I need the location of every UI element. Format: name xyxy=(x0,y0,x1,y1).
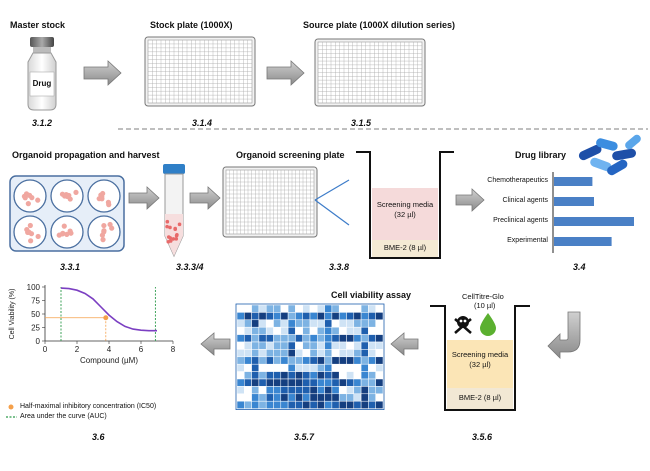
ic50-point xyxy=(103,315,109,321)
organoid-screening-plate xyxy=(222,166,318,238)
bme-label: BME-2 (8 µl) xyxy=(383,243,427,252)
pills-icon xyxy=(578,134,641,176)
step-3-3-8: 3.3.8 xyxy=(329,262,350,272)
ic50-legend-marker xyxy=(8,404,14,410)
step-3-3-1: 3.3.1 xyxy=(60,262,81,272)
x-tick-2: 2 xyxy=(75,345,80,354)
arrow-heatmap-to-curve xyxy=(200,332,231,356)
y-tick-25: 25 xyxy=(31,324,40,333)
screening-well-diagram xyxy=(356,151,454,259)
arrow-plate-to-tube xyxy=(128,186,160,210)
y-tick-50: 50 xyxy=(31,310,40,319)
screening-plate-title: Organoid screening plate xyxy=(236,150,345,160)
drug-category-2: Preclinical agents xyxy=(493,217,548,224)
cell-viability-assay-title: Cell viability assay xyxy=(331,290,412,300)
y-axis-label: Cell Viability (%) xyxy=(9,289,16,340)
celltitre-glo-volume: (10 µl) xyxy=(474,301,496,310)
source-plate-title: Source plate (1000X dilution series) xyxy=(303,20,456,30)
viability-bme-label: BME-2 (8 µl) xyxy=(458,393,502,402)
x-tick-4: 4 xyxy=(107,345,112,354)
step-3-5-7: 3.5.7 xyxy=(294,432,315,442)
legend-ic50: Half-maximal inhibitory concentration (I… xyxy=(20,403,157,410)
arrow-to-drug-library xyxy=(455,188,485,212)
drug-category-0: Chemotherapeutics xyxy=(487,177,548,184)
organoid-6-well-plate xyxy=(9,175,125,252)
y-tick-0: 0 xyxy=(36,337,41,346)
drug-vial-icon xyxy=(27,37,57,111)
arrow-tube-to-plate xyxy=(189,186,221,210)
source-plate xyxy=(314,38,426,107)
skull-crossbones-icon xyxy=(454,316,472,334)
step-3-1-4: 3.1.4 xyxy=(192,118,213,128)
step-3-6: 3.6 xyxy=(92,432,105,442)
x-tick-0: 0 xyxy=(43,345,48,354)
arrow-stock-to-source xyxy=(266,60,305,86)
stock-plate xyxy=(144,36,256,107)
x-tick-8: 8 xyxy=(171,345,176,354)
drug-library-chart xyxy=(552,172,634,253)
viability-well-diagram xyxy=(430,305,530,411)
step-3-5-6: 3.5.6 xyxy=(472,432,493,442)
stock-plate-title: Stock plate (1000X) xyxy=(150,20,233,30)
drug-category-1: Clinical agents xyxy=(502,197,548,204)
falcon-tube-icon xyxy=(163,164,185,258)
viability-heatmap xyxy=(235,303,385,410)
step-3-1-5: 3.1.5 xyxy=(351,118,372,128)
drug-bar-3 xyxy=(554,237,612,246)
organoid-propagation-title: Organoid propagation and harvest xyxy=(12,150,160,160)
y-tick-100: 100 xyxy=(27,283,41,292)
drug-bar-2 xyxy=(554,217,634,226)
arrow-down-return xyxy=(547,311,581,359)
step-3-4: 3.4 xyxy=(573,262,586,272)
drug-vial-label: Drug xyxy=(32,79,52,88)
drug-bar-0 xyxy=(554,177,593,186)
screening-media-label: Screening media (32 µl) xyxy=(376,200,434,219)
celltitre-glo-label: CellTitre-Glo xyxy=(462,292,504,301)
zoom-lines xyxy=(314,179,350,226)
arrow-vial-to-stock xyxy=(83,60,122,86)
drug-category-3: Experimental xyxy=(507,237,548,244)
y-tick-75: 75 xyxy=(31,297,40,306)
x-axis-label: Compound (µM) xyxy=(80,356,138,365)
drug-library-title: Drug library xyxy=(515,150,567,160)
master-stock-title: Master stock xyxy=(10,20,66,30)
step-3-3-3-4: 3.3.3/4 xyxy=(176,262,204,272)
x-tick-6: 6 xyxy=(139,345,144,354)
step-3-1-2: 3.1.2 xyxy=(32,118,53,128)
viability-media-label: Screening media (32 µl) xyxy=(451,350,509,369)
arrow-well-to-heatmap xyxy=(390,332,419,356)
viability-curve xyxy=(60,287,157,332)
reagent-drop-icon xyxy=(480,313,496,336)
drug-bar-1 xyxy=(554,197,594,206)
legend-auc: Area under the curve (AUC) xyxy=(20,413,107,420)
